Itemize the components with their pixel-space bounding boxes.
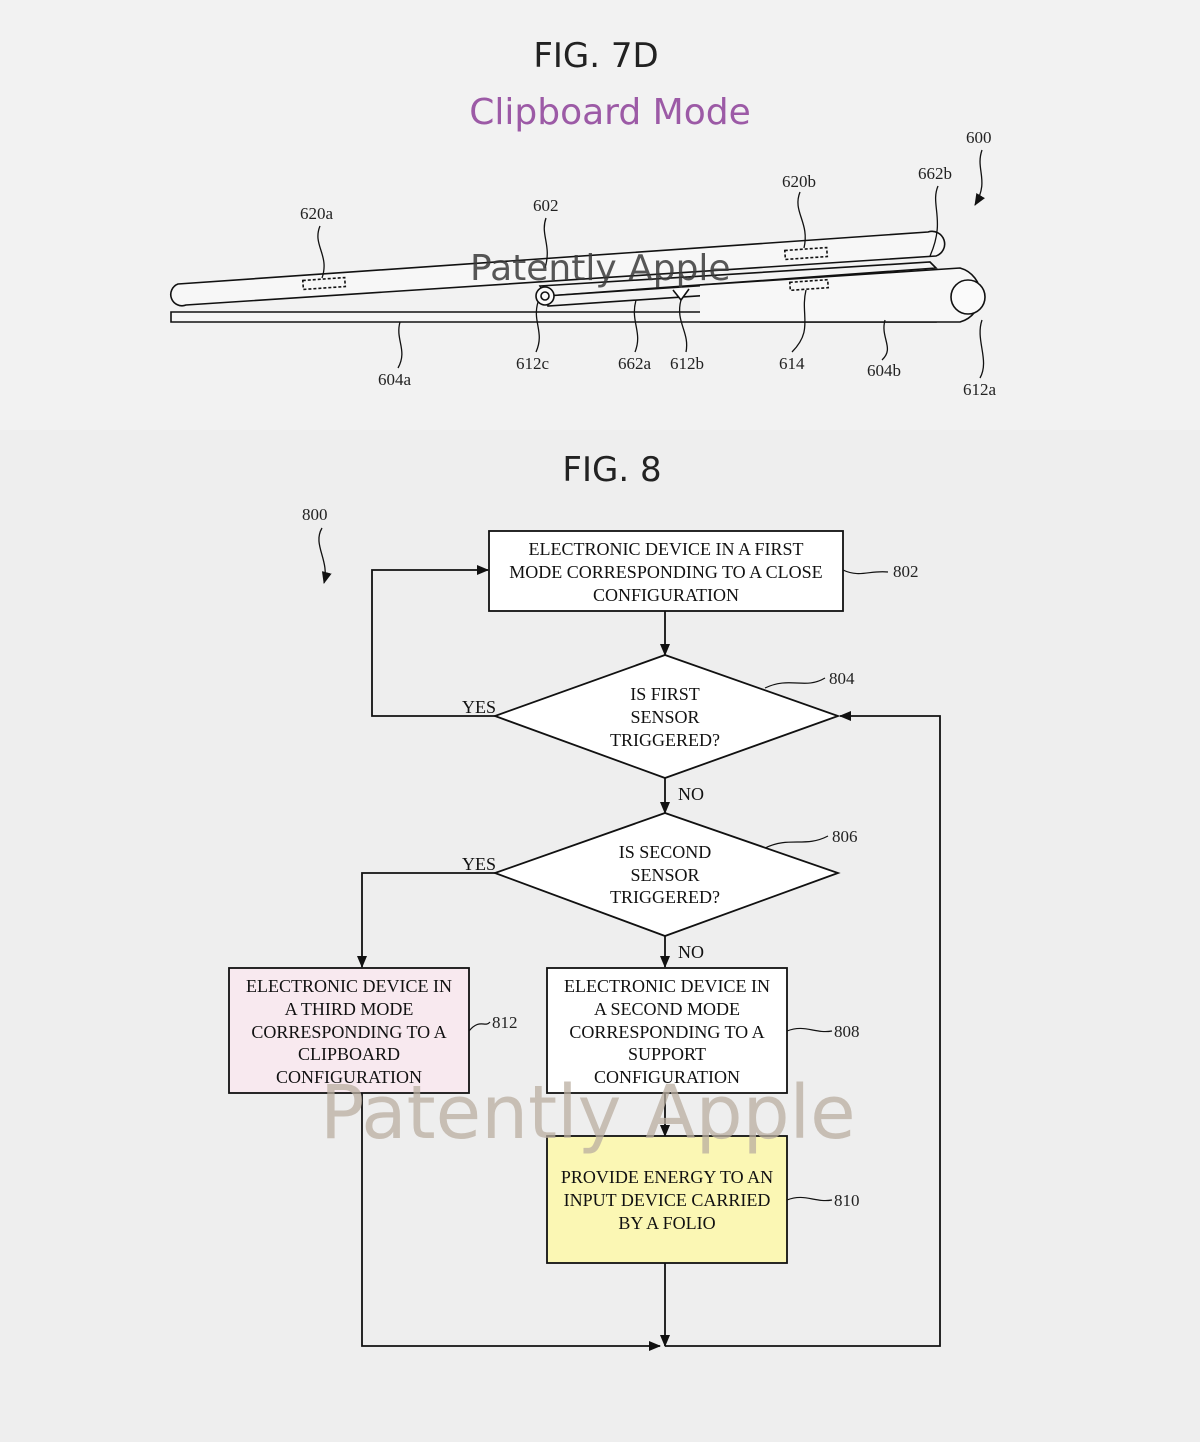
node-810-line-3: BY A FOLIO (618, 1213, 715, 1233)
node-812-box (228, 967, 470, 1094)
node-802: ELECTRONIC DEVICE IN A FIRST MODE CORRES… (488, 530, 919, 612)
hinge-612c (535, 286, 555, 306)
ref-600: 600 (966, 128, 992, 147)
node-808-line-2: A SECOND MODE (594, 999, 740, 1019)
node-810-box (546, 1135, 788, 1264)
fig7d-title: FIG. 7D (533, 36, 659, 76)
node-810-line-1: PROVIDE ENERGY TO AN (561, 1167, 773, 1187)
fig8-title: FIG. 8 (562, 450, 662, 490)
node-808-line-4: SUPPORT (628, 1044, 706, 1064)
component-620b (783, 246, 829, 261)
ref-604b: 604b (867, 361, 901, 380)
node-806-line-3: TRIGGERED? (610, 887, 720, 907)
ref-612b: 612b (670, 354, 704, 373)
ref-620a: 620a (300, 204, 334, 223)
watermark-fig8: Patently Apple (320, 1070, 856, 1156)
node-808-line-1: ELECTRONIC DEVICE IN (564, 976, 770, 996)
component-614 (788, 278, 830, 292)
device-side-view (169, 230, 986, 323)
ref-612c: 612c (516, 354, 550, 373)
display-panel (169, 230, 946, 307)
node-804: IS FIRST SENSOR TRIGGERED? 804 (492, 654, 855, 779)
ref-662a: 662a (618, 354, 652, 373)
node-802-box (488, 530, 844, 612)
leader-lines-7d (317, 149, 985, 379)
node-806-line-1: IS SECOND (619, 842, 712, 862)
node-812-line-4: CLIPBOARD (298, 1044, 400, 1064)
node-804-diamond (492, 654, 841, 779)
node-808-box (546, 967, 788, 1094)
ref-604a: 604a (378, 370, 412, 389)
refs-7d: 600 602 620a 620b 662b 604a 612c 662a 61… (300, 128, 997, 399)
edge-label-yes-804: YES (462, 697, 496, 717)
ref-620b: 620b (782, 172, 816, 191)
ref-804: 804 (829, 669, 855, 688)
ref-806: 806 (832, 827, 858, 846)
node-812-line-2: A THIRD MODE (285, 999, 414, 1019)
ref-602: 602 (533, 196, 559, 215)
ref-800: 800 (302, 505, 328, 524)
node-806-line-2: SENSOR (630, 865, 699, 885)
hinge-612c-inner (540, 291, 550, 301)
node-812-line-5: CONFIGURATION (276, 1067, 422, 1087)
node-812-line-1: ELECTRONIC DEVICE IN (246, 976, 452, 996)
node-802-line-3: CONFIGURATION (593, 585, 739, 605)
node-804-line-2: SENSOR (630, 707, 699, 727)
node-808-line-5: CONFIGURATION (594, 1067, 740, 1087)
node-804-line-1: IS FIRST (630, 684, 700, 704)
component-620a (301, 276, 347, 291)
ref-614: 614 (779, 354, 805, 373)
ref-812: 812 (492, 1013, 518, 1032)
node-810: PROVIDE ENERGY TO AN INPUT DEVICE CARRIE… (546, 1135, 860, 1264)
node-802-line-2: MODE CORRESPONDING TO A CLOSE (509, 562, 822, 582)
roller-612a (950, 279, 986, 315)
node-808-line-3: CORRESPONDING TO A (569, 1022, 764, 1042)
node-806-diamond (492, 812, 841, 937)
flow-connectors (318, 527, 941, 1351)
ref-612a: 612a (963, 380, 997, 399)
ref-662b: 662b (918, 164, 952, 183)
ref-808: 808 (834, 1022, 860, 1041)
node-810-line-2: INPUT DEVICE CARRIED (564, 1190, 771, 1210)
node-808: ELECTRONIC DEVICE IN A SECOND MODE CORRE… (546, 967, 860, 1094)
node-804-line-3: TRIGGERED? (610, 730, 720, 750)
node-806: IS SECOND SENSOR TRIGGERED? 806 (492, 812, 858, 937)
ref-810: 810 (834, 1191, 860, 1210)
node-802-line-1: ELECTRONIC DEVICE IN A FIRST (528, 539, 803, 559)
node-812: ELECTRONIC DEVICE IN A THIRD MODE CORRES… (228, 967, 518, 1094)
node-812-line-3: CORRESPONDING TO A (251, 1022, 446, 1042)
edge-label-no-806: NO (678, 942, 704, 962)
fig7d-panel (0, 0, 1200, 430)
ref-802: 802 (893, 562, 919, 581)
watermark-7d: Patently Apple (470, 248, 731, 289)
edge-label-yes-806: YES (462, 854, 496, 874)
fig7d-subtitle: Clipboard Mode (469, 92, 751, 133)
edge-label-no-804: NO (678, 784, 704, 804)
